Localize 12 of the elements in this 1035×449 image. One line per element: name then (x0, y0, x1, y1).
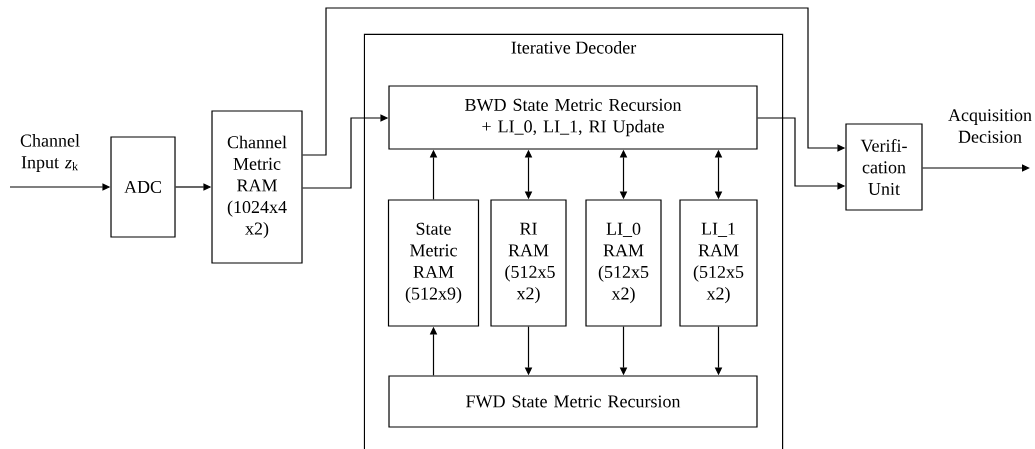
arrow (922, 164, 1030, 172)
edge-label: Channel Input z$_{k}$ (8, 132, 92, 174)
memory-box: LI_1 RAM (512x5 x2) (679, 199, 758, 327)
recursion-box: BWD State Metric Recursion + LI_0, LI_1, RI Update (388, 85, 758, 150)
unit-box: Verifi- cation Unit (845, 123, 923, 211)
memory-box: State Metric RAM (512x9) (387, 199, 480, 327)
recursion-box: FWD State Metric Recursion (388, 375, 758, 428)
edge-label: Acquisition Decision (943, 107, 1035, 145)
memory-box: LI_0 RAM (512x5 x2) (585, 199, 662, 327)
converter-box: ADC (110, 136, 176, 238)
memory-box: Channel Metric RAM (1024x4 x2) (211, 110, 303, 264)
memory-box: RI RAM (512x5 x2) (490, 199, 567, 327)
